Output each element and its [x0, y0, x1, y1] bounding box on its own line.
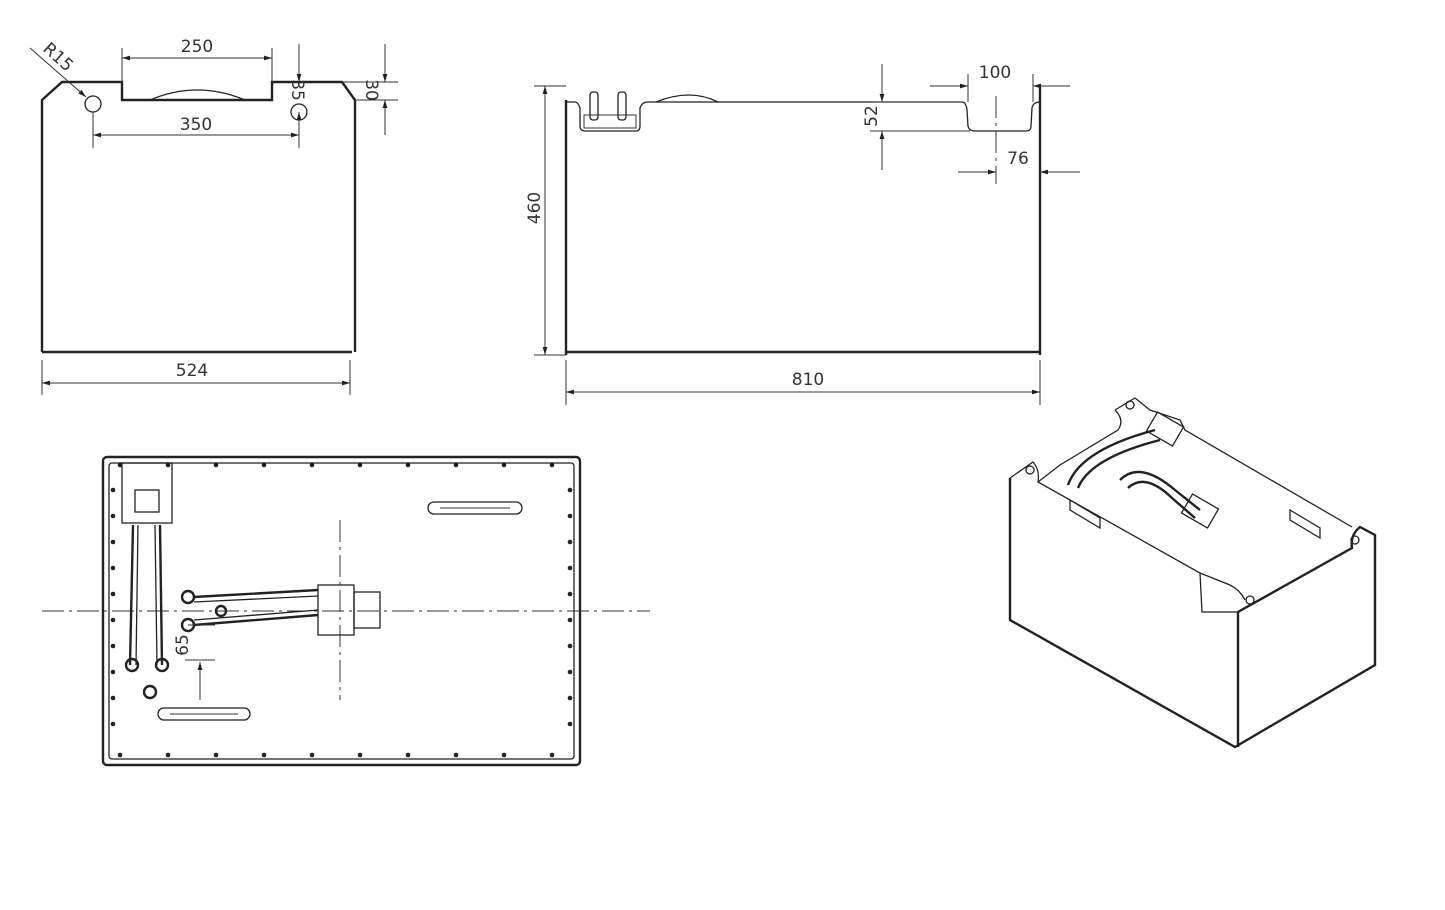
bolt-dot: [501, 752, 507, 758]
dim-524: 524: [176, 361, 208, 381]
bolt-dot: [567, 591, 573, 597]
dim-r15: R15: [39, 39, 77, 76]
bolt-dot: [357, 752, 363, 758]
bolt-dot: [117, 752, 123, 758]
bolt-dot: [110, 539, 116, 545]
connector: [121, 462, 173, 524]
bolt-dot: [110, 643, 116, 649]
bolt-dot: [261, 752, 267, 758]
bolt-dot: [261, 462, 267, 468]
dim-250: 250: [181, 37, 213, 57]
bolt-dot: [501, 462, 507, 468]
bolt-dot: [567, 513, 573, 519]
bolt-dot: [309, 752, 315, 758]
bolt-dot: [110, 617, 116, 623]
bolt-dot: [110, 513, 116, 519]
bolt-dot: [567, 617, 573, 623]
handle-slot: [427, 501, 523, 515]
bolt-dot: [453, 462, 459, 468]
connector: [317, 584, 355, 636]
bolt-dot: [117, 462, 123, 468]
dim-350: 350: [180, 115, 212, 135]
bolt-dot: [110, 721, 116, 727]
bolt-dot: [567, 695, 573, 701]
dim-30: 30: [361, 79, 381, 101]
dim-100: 100: [979, 63, 1011, 83]
bolt-dot: [405, 752, 411, 758]
dim-76: 76: [1007, 149, 1029, 169]
bolt-dot: [110, 487, 116, 493]
top-view: 65: [42, 455, 650, 767]
bolt-dot: [567, 721, 573, 727]
bolt-dot: [110, 695, 116, 701]
bolt-dot: [309, 462, 315, 468]
front-view: 250 350 35 30 R15 524: [29, 37, 398, 395]
bolt-dot: [567, 565, 573, 571]
bolt-dot: [165, 462, 171, 468]
dim-65: 65: [173, 634, 193, 656]
isometric-view: [1008, 397, 1377, 749]
bolt-dot: [453, 752, 459, 758]
bolt-dot: [110, 669, 116, 675]
bolt-dot: [405, 462, 411, 468]
dim-460: 460: [525, 192, 545, 224]
mounting-hole: [84, 95, 102, 113]
bolt-dot: [567, 487, 573, 493]
bolt-dot: [567, 669, 573, 675]
bolt-dot: [165, 752, 171, 758]
dim-810: 810: [792, 370, 824, 390]
bolt-dot: [549, 752, 555, 758]
bolt-dot: [110, 565, 116, 571]
bolt-dot: [549, 462, 555, 468]
bolt-dot: [110, 591, 116, 597]
dim-35: 35: [287, 79, 307, 101]
bolt-dot: [567, 643, 573, 649]
bolt-dot: [357, 462, 363, 468]
dim-52: 52: [862, 105, 882, 127]
handle-slot: [157, 707, 251, 721]
bolt-dot: [213, 752, 219, 758]
side-view: 460 810 52 100 76: [525, 63, 1080, 405]
bolt-dot: [567, 539, 573, 545]
bolt-dot: [213, 462, 219, 468]
